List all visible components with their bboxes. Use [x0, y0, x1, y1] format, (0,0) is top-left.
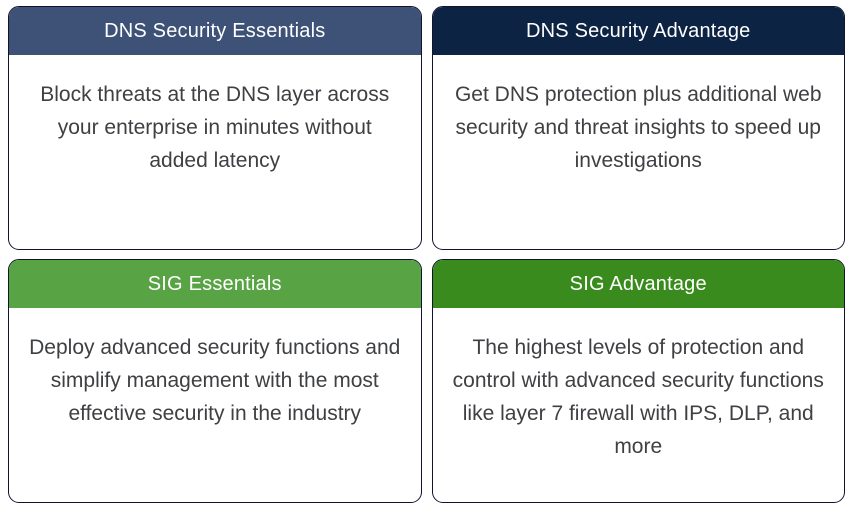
card-dns-security-advantage: DNS Security Advantage Get DNS protectio…: [431, 6, 845, 250]
card-description: Get DNS protection plus additional web s…: [454, 83, 822, 172]
card-description: Block threats at the DNS layer across yo…: [40, 83, 390, 172]
card-header-sig-essentials: SIG Essentials: [9, 260, 421, 308]
card-dns-security-essentials: DNS Security Essentials Block threats at…: [8, 6, 422, 250]
card-title: SIG Advantage: [569, 272, 707, 295]
card-body: Block threats at the DNS layer across yo…: [9, 55, 421, 249]
card-title: DNS Security Essentials: [104, 19, 326, 42]
card-header-sig-advantage: SIG Advantage: [432, 260, 844, 308]
card-body: Get DNS protection plus additional web s…: [433, 55, 845, 249]
card-body: The highest levels of protection and con…: [433, 308, 845, 502]
card-header-dns-security-advantage: DNS Security Advantage: [432, 7, 844, 55]
card-sig-essentials: SIG Essentials Deploy advanced security …: [8, 259, 422, 503]
card-body: Deploy advanced security functions and s…: [9, 308, 421, 502]
card-title: SIG Essentials: [147, 272, 282, 295]
card-sig-advantage: SIG Advantage The highest levels of prot…: [431, 259, 845, 503]
card-header-dns-security-essentials: DNS Security Essentials: [9, 7, 421, 55]
card-description: The highest levels of protection and con…: [452, 336, 824, 458]
card-title: DNS Security Advantage: [525, 19, 751, 42]
card-description: Deploy advanced security functions and s…: [29, 336, 401, 425]
